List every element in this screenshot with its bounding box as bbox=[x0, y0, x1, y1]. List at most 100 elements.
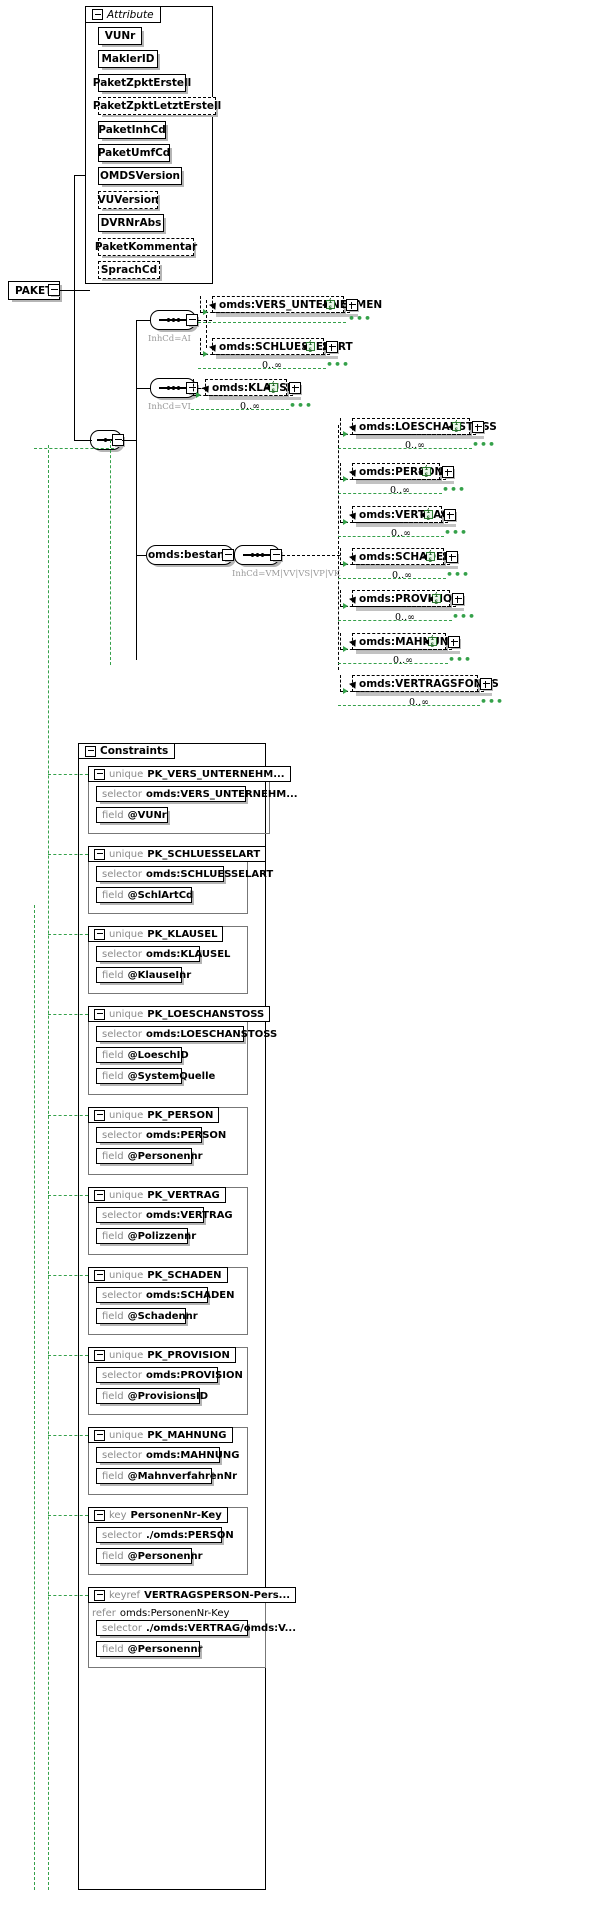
type-badge-icon: i S bbox=[424, 635, 438, 649]
attribute-sprachcd[interactable]: SprachCd bbox=[98, 261, 160, 279]
constraint-field-row[interactable]: field@Personennr bbox=[96, 1148, 203, 1164]
element-expander-icon[interactable] bbox=[452, 593, 464, 605]
collapse-icon[interactable] bbox=[85, 745, 96, 757]
constraint-selector-row[interactable]: selector./omds:VERTRAG/omds:V... bbox=[96, 1620, 296, 1636]
element-expander-icon[interactable] bbox=[326, 341, 338, 353]
constraint-selector-row[interactable]: selector./omds:PERSON bbox=[96, 1527, 234, 1543]
element-expander-icon[interactable] bbox=[472, 421, 484, 433]
refer-value: omds:PersonenNr-Key bbox=[119, 1608, 230, 1619]
constraint-field-row[interactable]: field@KlauseInr bbox=[96, 967, 191, 983]
element-expander-icon[interactable] bbox=[442, 466, 454, 478]
main-choice-expander-icon[interactable] bbox=[112, 434, 124, 446]
occurrence-box bbox=[200, 296, 350, 313]
attribute-omdsversion[interactable]: OMDSVersion bbox=[98, 167, 182, 186]
cardinality-label: 0..∞ bbox=[395, 612, 415, 623]
constraint-name: PK_KLAUSEL bbox=[147, 928, 218, 940]
branch-vi-expander-icon[interactable] bbox=[186, 382, 198, 394]
branch-ai-expander-icon[interactable] bbox=[186, 314, 198, 326]
type-badge-icon: i S bbox=[420, 508, 434, 522]
attribute-dvrnrabs[interactable]: DVRNrAbs bbox=[98, 214, 164, 233]
branch-bestand-expander-icon[interactable] bbox=[270, 549, 282, 561]
constraint-row-keyword: field bbox=[102, 1049, 124, 1061]
constraint-name: PK_SCHADEN bbox=[147, 1269, 222, 1281]
attribute-maklerid[interactable]: MaklerID bbox=[98, 50, 158, 69]
attribute-group-header[interactable]: Attribute bbox=[85, 6, 161, 23]
collapse-icon[interactable] bbox=[94, 1269, 105, 1281]
collapse-icon[interactable] bbox=[94, 1509, 105, 1521]
attribute-paketkommentar[interactable]: PaketKommentar bbox=[95, 237, 197, 256]
element-expander-icon[interactable] bbox=[446, 551, 458, 563]
collapse-icon[interactable] bbox=[94, 848, 105, 860]
attribute-vunr[interactable]: VUNr bbox=[98, 27, 142, 45]
element-ref-bar bbox=[356, 608, 464, 611]
constraint-row-keyword: selector bbox=[102, 1369, 142, 1381]
collapse-icon[interactable] bbox=[94, 1109, 105, 1121]
collapse-icon[interactable] bbox=[94, 1008, 105, 1020]
element-expander-icon[interactable] bbox=[448, 636, 460, 648]
constraint-field-row[interactable]: field@SystemQuelle bbox=[96, 1068, 215, 1084]
collapse-icon[interactable] bbox=[94, 768, 105, 780]
collapse-icon[interactable] bbox=[94, 1589, 105, 1601]
constraint-row-keyword: field bbox=[102, 889, 124, 901]
constraint-field-row[interactable]: field@Personennr bbox=[96, 1641, 203, 1657]
root-expander-icon[interactable] bbox=[48, 284, 60, 296]
type-badge-icon: i S bbox=[265, 381, 279, 395]
collapse-icon[interactable] bbox=[94, 1189, 105, 1201]
branch-bestand-sequence-node[interactable] bbox=[234, 545, 280, 565]
constraint-row-keyword: field bbox=[102, 1230, 124, 1242]
constraint-name: PK_LOESCHANSTOSS bbox=[147, 1008, 265, 1020]
element-expander-icon[interactable] bbox=[444, 509, 456, 521]
element-expander-icon[interactable] bbox=[289, 382, 301, 394]
attribute-label: PaketUmfCd bbox=[97, 147, 171, 159]
constraint-field-row[interactable]: field@Polizzennr bbox=[96, 1228, 196, 1244]
element-expander-icon[interactable] bbox=[480, 678, 492, 690]
element-omds-bestand[interactable]: omds:bestand bbox=[146, 545, 234, 565]
attribute-paketinhcd[interactable]: PaketInhCd bbox=[98, 120, 166, 139]
attribute-paketzpkterstell[interactable]: PaketZpktErstell bbox=[93, 73, 191, 92]
green-constraint-line bbox=[198, 322, 346, 323]
ref-marker-icon bbox=[343, 519, 348, 525]
constraint-field-row[interactable]: field@Schadennr bbox=[96, 1308, 198, 1324]
attribute-paketumfcd[interactable]: PaketUmfCd bbox=[98, 144, 170, 162]
element-expander-icon[interactable] bbox=[346, 299, 358, 311]
constraint-field-row[interactable]: field@MahnverfahrenNr bbox=[96, 1468, 237, 1484]
constraint-name: VERTRAGSPERSON-Pers... bbox=[144, 1589, 291, 1601]
constraints-group-header[interactable]: Constraints bbox=[78, 743, 176, 759]
constraint-field-row[interactable]: field@VUNr bbox=[96, 807, 168, 823]
root-element-paket[interactable]: PAKET bbox=[8, 281, 60, 300]
constraint-field-row[interactable]: field@Personennr bbox=[96, 1548, 203, 1564]
constraint-field-row[interactable]: field@ProvisionsID bbox=[96, 1388, 208, 1404]
constraint-field-row[interactable]: field@SchlArtCd bbox=[96, 887, 193, 903]
bestand-expander-icon[interactable] bbox=[222, 549, 234, 561]
attribute-paketzpktletzterstell[interactable]: PaketZpktLetztErstell bbox=[93, 97, 221, 116]
constraint-row-keyword: selector bbox=[102, 1449, 142, 1461]
constraint-field-row[interactable]: field@LoeschID bbox=[96, 1047, 189, 1063]
collapse-icon[interactable] bbox=[92, 9, 103, 20]
attribute-vuversion[interactable]: VUVersion bbox=[97, 190, 159, 209]
collapse-icon[interactable] bbox=[94, 1349, 105, 1361]
collapse-icon[interactable] bbox=[94, 1429, 105, 1441]
occurrence-box bbox=[340, 633, 452, 650]
collapse-icon[interactable] bbox=[94, 928, 105, 940]
cardinality-label: 0..∞ bbox=[393, 655, 413, 666]
